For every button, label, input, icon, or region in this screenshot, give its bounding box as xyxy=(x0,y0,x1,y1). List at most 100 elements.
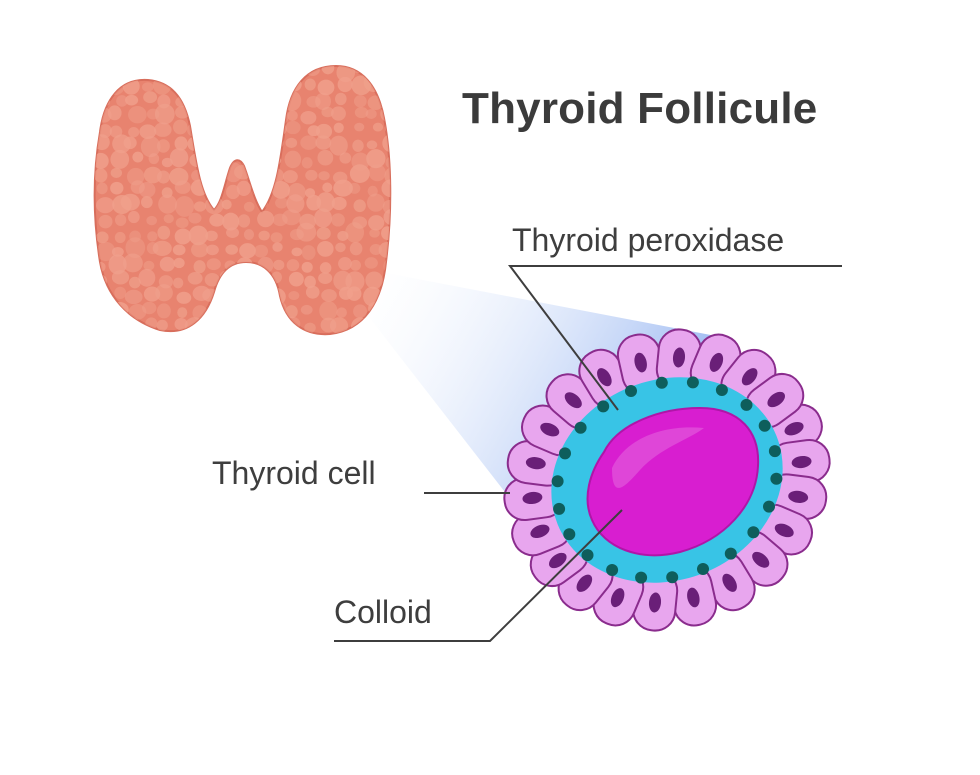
peroxidase-dot xyxy=(574,421,587,434)
gland-lobule xyxy=(259,107,271,119)
gland-lobule xyxy=(300,304,313,315)
gland-lobule xyxy=(300,135,318,150)
peroxidase-dot xyxy=(763,500,775,513)
gland-lobule xyxy=(224,109,235,120)
leader-colloid xyxy=(334,509,623,642)
thyroid-gland xyxy=(93,64,392,336)
gland-lobule xyxy=(275,197,289,209)
gland-lobule xyxy=(272,213,288,227)
gland-lobule xyxy=(142,301,157,315)
gland-lobule xyxy=(195,95,207,106)
gland-lobule xyxy=(301,157,313,169)
gland-lobule xyxy=(329,135,348,156)
gland-lobule xyxy=(353,95,367,108)
gland-lobule xyxy=(286,194,305,214)
cell-nucleus xyxy=(540,422,560,437)
cell-nucleus xyxy=(774,523,794,538)
gland-lobule xyxy=(319,301,338,321)
peroxidase-dot xyxy=(606,564,619,576)
gland-lobule xyxy=(190,179,209,196)
gland-lobule xyxy=(219,79,234,91)
leader-thyroid-peroxidase xyxy=(508,265,842,411)
cell-nucleus xyxy=(634,352,647,373)
gland-lobule xyxy=(157,303,171,319)
gland-lobule xyxy=(94,168,108,183)
gland-lobule xyxy=(193,260,206,274)
gland-lobule xyxy=(349,164,370,184)
gland-lobule xyxy=(381,226,391,241)
gland-lobule xyxy=(254,272,266,284)
gland-lobule xyxy=(304,322,316,333)
gland-lobule xyxy=(138,181,156,198)
peroxidase-dot xyxy=(747,526,760,539)
gland-lobule xyxy=(187,271,203,285)
cell-nucleus xyxy=(597,368,612,387)
gland-lobule xyxy=(128,304,147,320)
peroxidase-dot xyxy=(581,549,594,562)
gland-lobule xyxy=(321,106,334,118)
gland-lobule xyxy=(367,95,384,111)
gland-lobule xyxy=(159,256,175,272)
gland-lobule xyxy=(155,284,173,302)
gland-lobule xyxy=(238,79,253,94)
gland-lobule xyxy=(174,317,188,331)
gland-lobule xyxy=(380,78,391,95)
gland-lobule xyxy=(124,289,143,305)
gland-lobule xyxy=(188,212,202,224)
gland-lobule xyxy=(203,75,220,89)
gland-lobule xyxy=(108,66,128,77)
gland-lobule xyxy=(234,164,252,180)
gland-lobule xyxy=(296,222,317,242)
gland-lobule xyxy=(271,181,291,199)
gland-lobule xyxy=(148,153,160,165)
gland-lobule xyxy=(173,277,184,289)
gland-lobule xyxy=(156,319,168,331)
gland-lobule xyxy=(345,222,365,243)
gland-lobule xyxy=(385,156,391,169)
peroxidase-dot xyxy=(724,547,737,560)
gland-lobule xyxy=(143,260,155,271)
gland-lobule xyxy=(190,76,204,91)
gland-lobule xyxy=(319,262,332,274)
gland-lobule xyxy=(96,241,116,262)
gland-lobule xyxy=(139,124,157,139)
gland-lobule xyxy=(154,122,172,137)
gland-lobule xyxy=(270,232,283,243)
cell-nucleus xyxy=(564,392,582,409)
gland-lobule xyxy=(321,66,335,75)
gland-lobule xyxy=(108,254,127,275)
gland-lobule xyxy=(238,319,250,329)
gland-lobule xyxy=(366,149,386,169)
gland-lobule xyxy=(251,170,270,185)
gland-lobule xyxy=(284,150,302,169)
gland-lobule xyxy=(365,108,377,119)
gland-lobule xyxy=(354,122,365,132)
gland-lobule xyxy=(236,180,251,196)
gland-lobule xyxy=(380,105,391,123)
gland-lobule xyxy=(242,66,256,76)
gland-lobule xyxy=(157,170,170,184)
gland-lobule xyxy=(172,244,186,256)
gland-lobule xyxy=(235,106,250,122)
gland-lobule xyxy=(193,66,206,76)
gland-lobule xyxy=(224,287,239,300)
gland-lobule xyxy=(224,123,244,141)
gland-lobule xyxy=(224,260,236,271)
gland-lobule xyxy=(282,90,302,111)
gland-lobule xyxy=(237,214,251,228)
gland-lobule xyxy=(128,106,147,124)
gland-lobule xyxy=(317,149,334,166)
gland-lobule xyxy=(221,199,232,210)
gland-lobule xyxy=(142,66,154,77)
gland-lobule xyxy=(354,106,369,119)
gland-lobule xyxy=(304,275,316,289)
cell-nucleus xyxy=(522,491,543,505)
gland-lobule xyxy=(96,66,108,76)
gland-lobule xyxy=(202,148,221,167)
gland-lobule xyxy=(290,66,305,76)
gland-lobule xyxy=(193,201,207,212)
gland-lobule xyxy=(315,123,333,139)
gland-lobule xyxy=(378,242,391,258)
gland-lobule xyxy=(208,302,227,318)
gland-lobule xyxy=(128,210,140,224)
